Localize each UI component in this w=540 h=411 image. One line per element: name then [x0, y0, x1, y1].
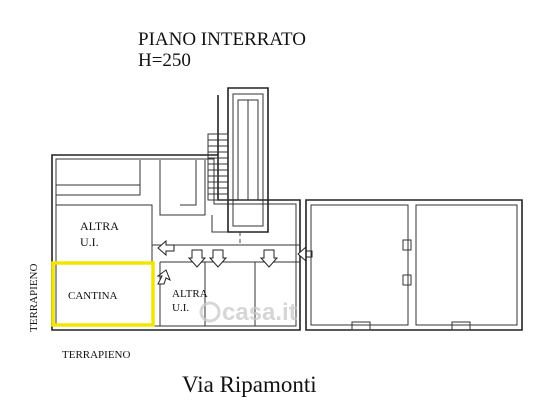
- room-label-altra-ui-mid-line2: U.I.: [172, 302, 189, 314]
- terrapieno-bottom-label: TERRAPIENO: [62, 349, 131, 361]
- cantina-highlight: [51, 261, 155, 327]
- watermark-text: casa.it: [222, 299, 297, 326]
- plan-title: PIANO INTERRATO: [138, 29, 306, 50]
- corridor-arrows: [156, 239, 313, 285]
- stair-shaft: [207, 87, 269, 233]
- room-label-altra-ui-mid-line1: ALTRA: [172, 288, 208, 300]
- room-label-cantina: CANTINA: [68, 290, 118, 302]
- street-label: Via Ripamonti: [182, 372, 317, 397]
- plan-height: H=250: [138, 50, 191, 71]
- interior-walls: [56, 160, 300, 326]
- watermark-logo-icon: [199, 301, 221, 323]
- room-label-altra-ui-left-line1: ALTRA: [80, 219, 119, 233]
- right-block: [305, 199, 523, 331]
- terrapieno-left-label: TERRAPIENO: [28, 264, 40, 333]
- casa-it-watermark: casa.it: [199, 299, 297, 326]
- room-label-altra-ui-left-line2: U.I.: [80, 235, 99, 249]
